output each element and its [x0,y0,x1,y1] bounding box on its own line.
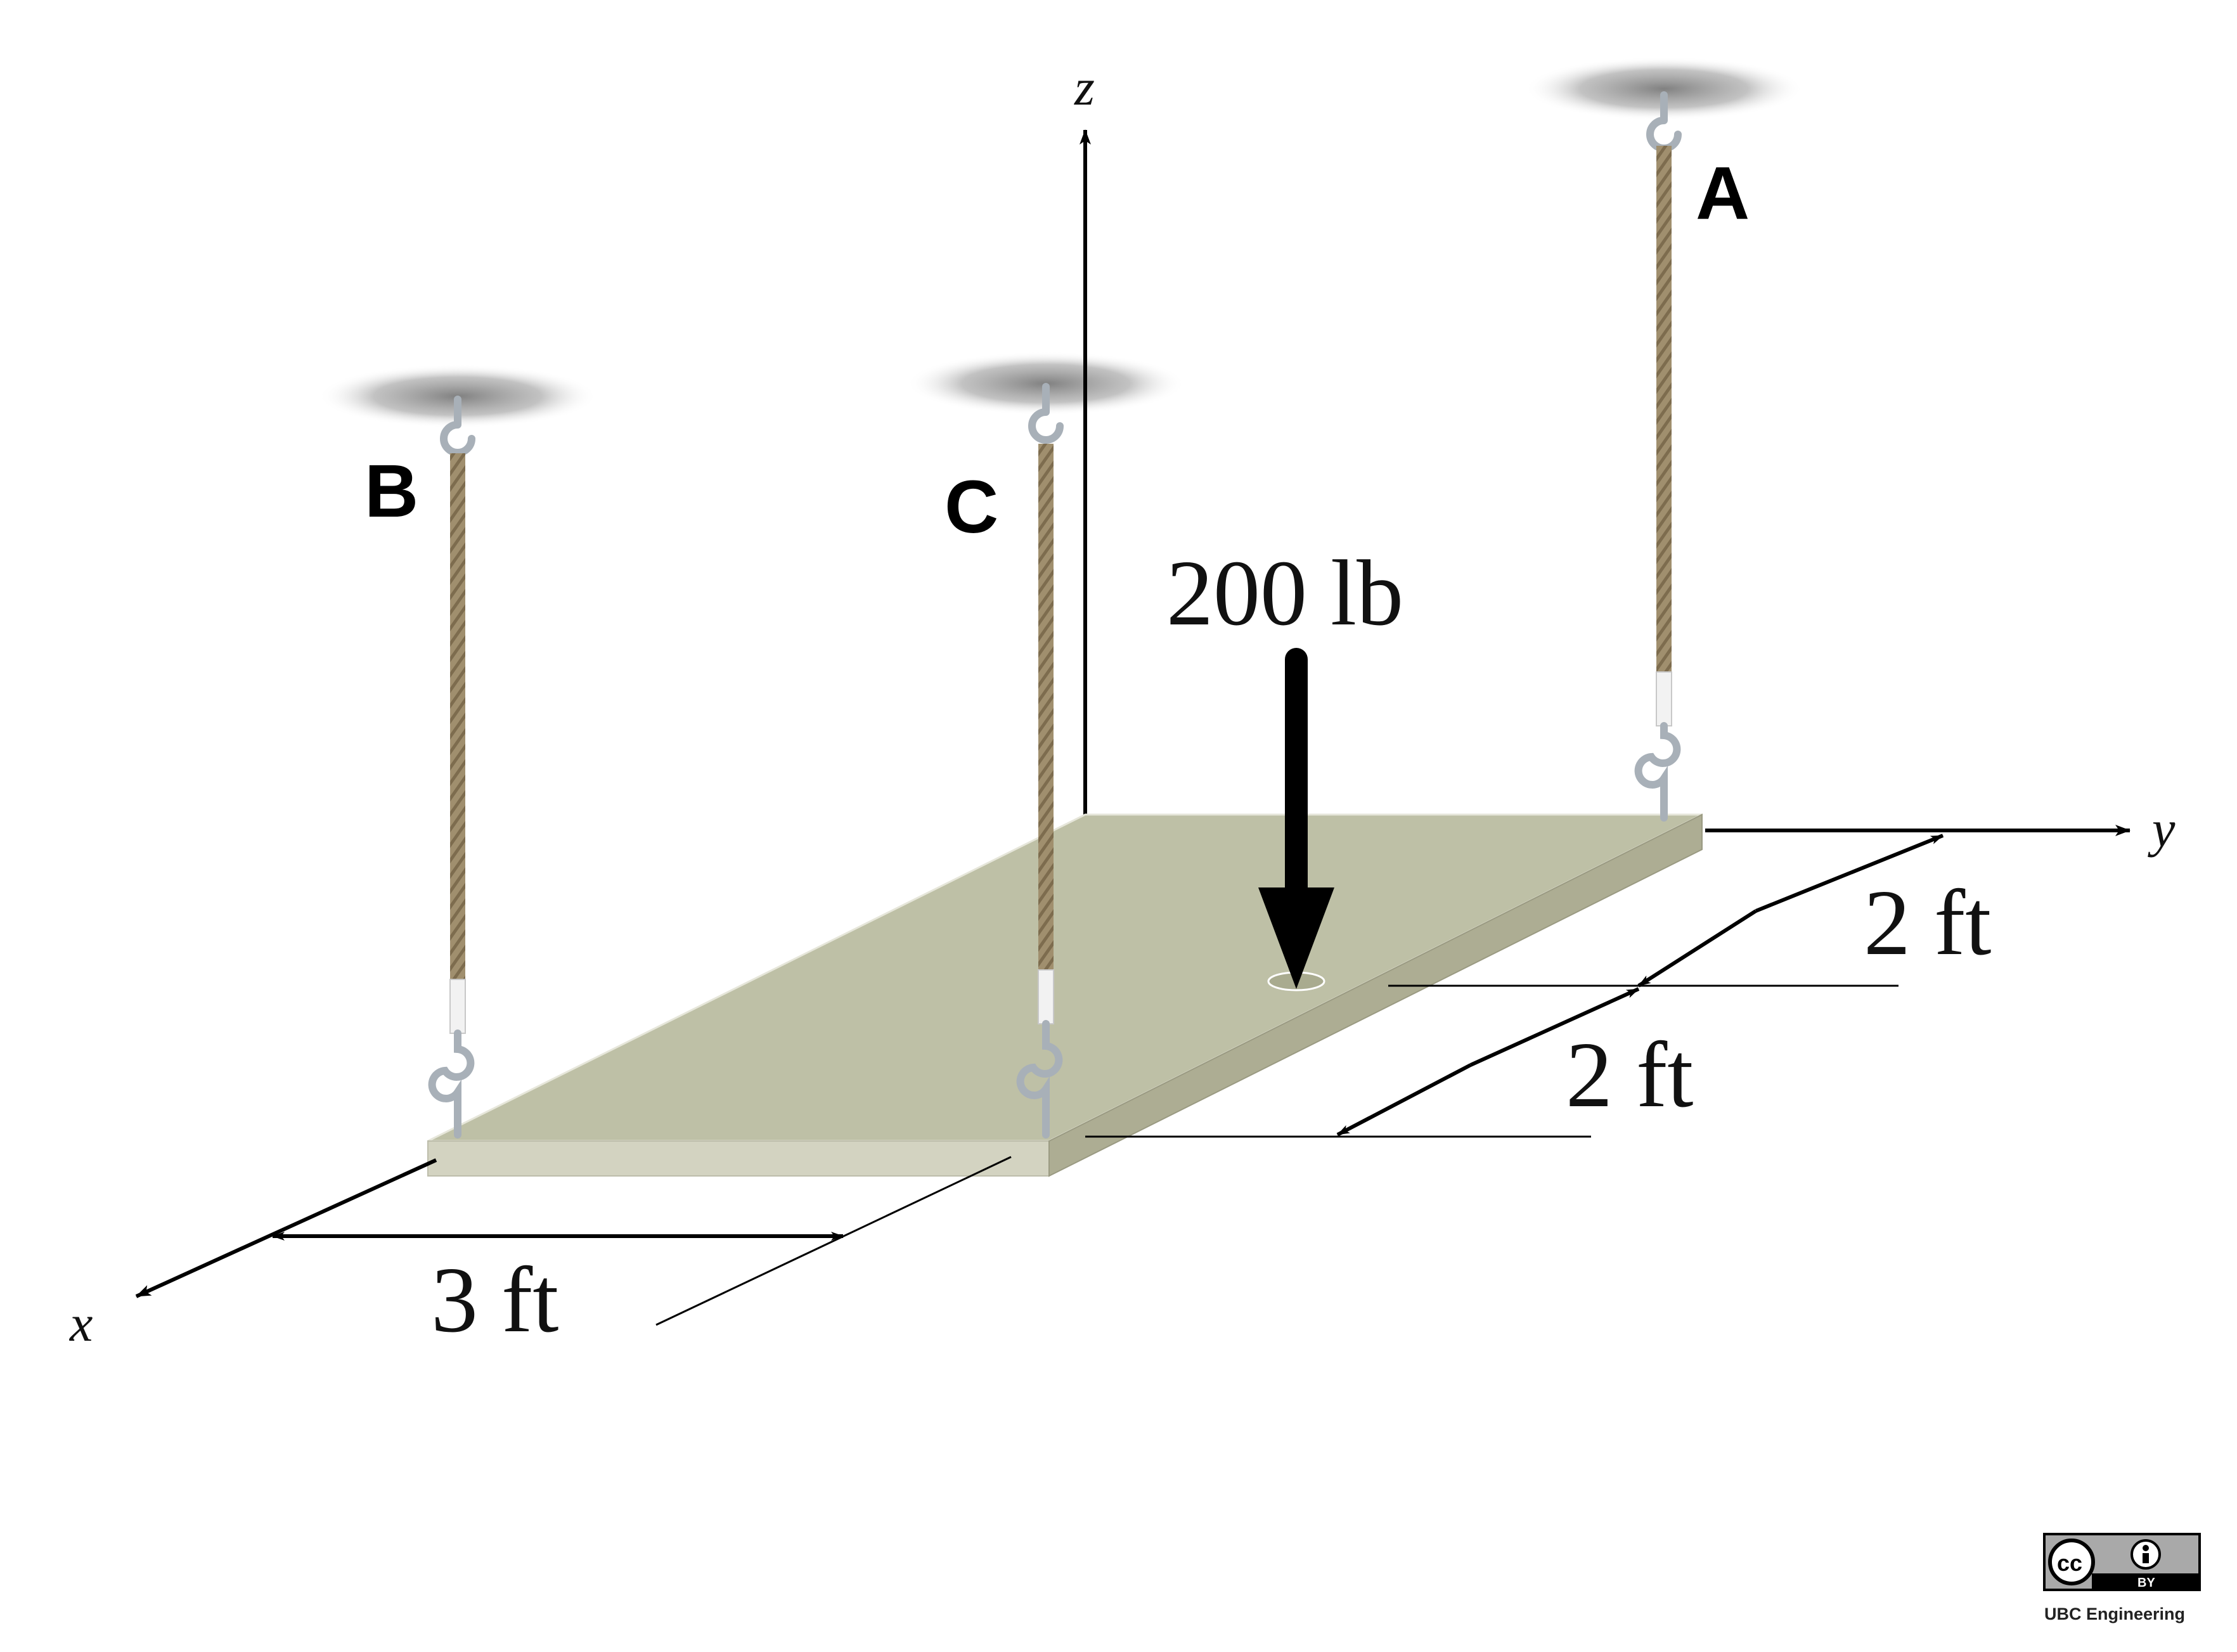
by-icon-head [2143,1545,2149,1551]
hook-bottom-c [1016,1020,1063,1139]
label-b: B [364,449,418,533]
by-icon-body [2143,1553,2149,1563]
cc-icon [2048,1539,2095,1585]
license-badge-bar [2092,1573,2200,1590]
rope-c-sleeve [1038,969,1054,1024]
x-axis-label: x [69,1294,93,1352]
load-arrow-head [1258,887,1334,989]
cable-b: B [364,396,475,1139]
credit-text: UBC Engineering [2044,1604,2185,1623]
license-badge: cc BY [2043,1533,2201,1591]
dim-2ft-upper-arrow-down [1637,909,1757,988]
dim-2ft-upper-arrow-up [1755,834,1944,913]
hook-bottom-a [1634,722,1681,822]
by-text: BY [2137,1576,2155,1590]
hook-bottom-b [428,1029,475,1139]
plate-front-edge [427,1140,1050,1177]
cable-c: C [944,383,1064,1139]
dim-3ft-label: 3 ft [431,1248,558,1352]
cc-icon-text: cc [2057,1550,2082,1576]
label-a: A [1696,152,1750,235]
hook-top-b [440,396,475,456]
plate-top [427,813,1703,1142]
label-c: C [944,465,998,549]
rope-c [1038,444,1054,970]
dim-2ft-lower-label: 2 ft [1566,1023,1693,1127]
dim-2ft-upper-label: 2 ft [1864,871,1991,975]
rope-b-sleeve [449,979,466,1034]
hook-top-a [1646,91,1682,152]
rope-a-sleeve [1656,671,1672,726]
plate [427,813,1703,1177]
extension-line-x [655,1156,1012,1326]
x-axis [135,1158,437,1298]
cable-a: A [1634,91,1750,822]
y-axis-label: y [2148,800,2176,858]
z-axis-label: z [1074,58,1095,116]
rope-b [450,453,465,979]
dim-2ft-lower-arrow-down [1336,1063,1472,1137]
load-label: 200 lb [1166,541,1403,645]
hook-top-c [1028,383,1064,444]
plate-side-edge [1048,813,1703,1177]
ceiling-shadow-a [1525,57,1803,120]
dim-2ft-lower-arrow-up [1469,987,1640,1067]
rope-a [1656,146,1672,672]
